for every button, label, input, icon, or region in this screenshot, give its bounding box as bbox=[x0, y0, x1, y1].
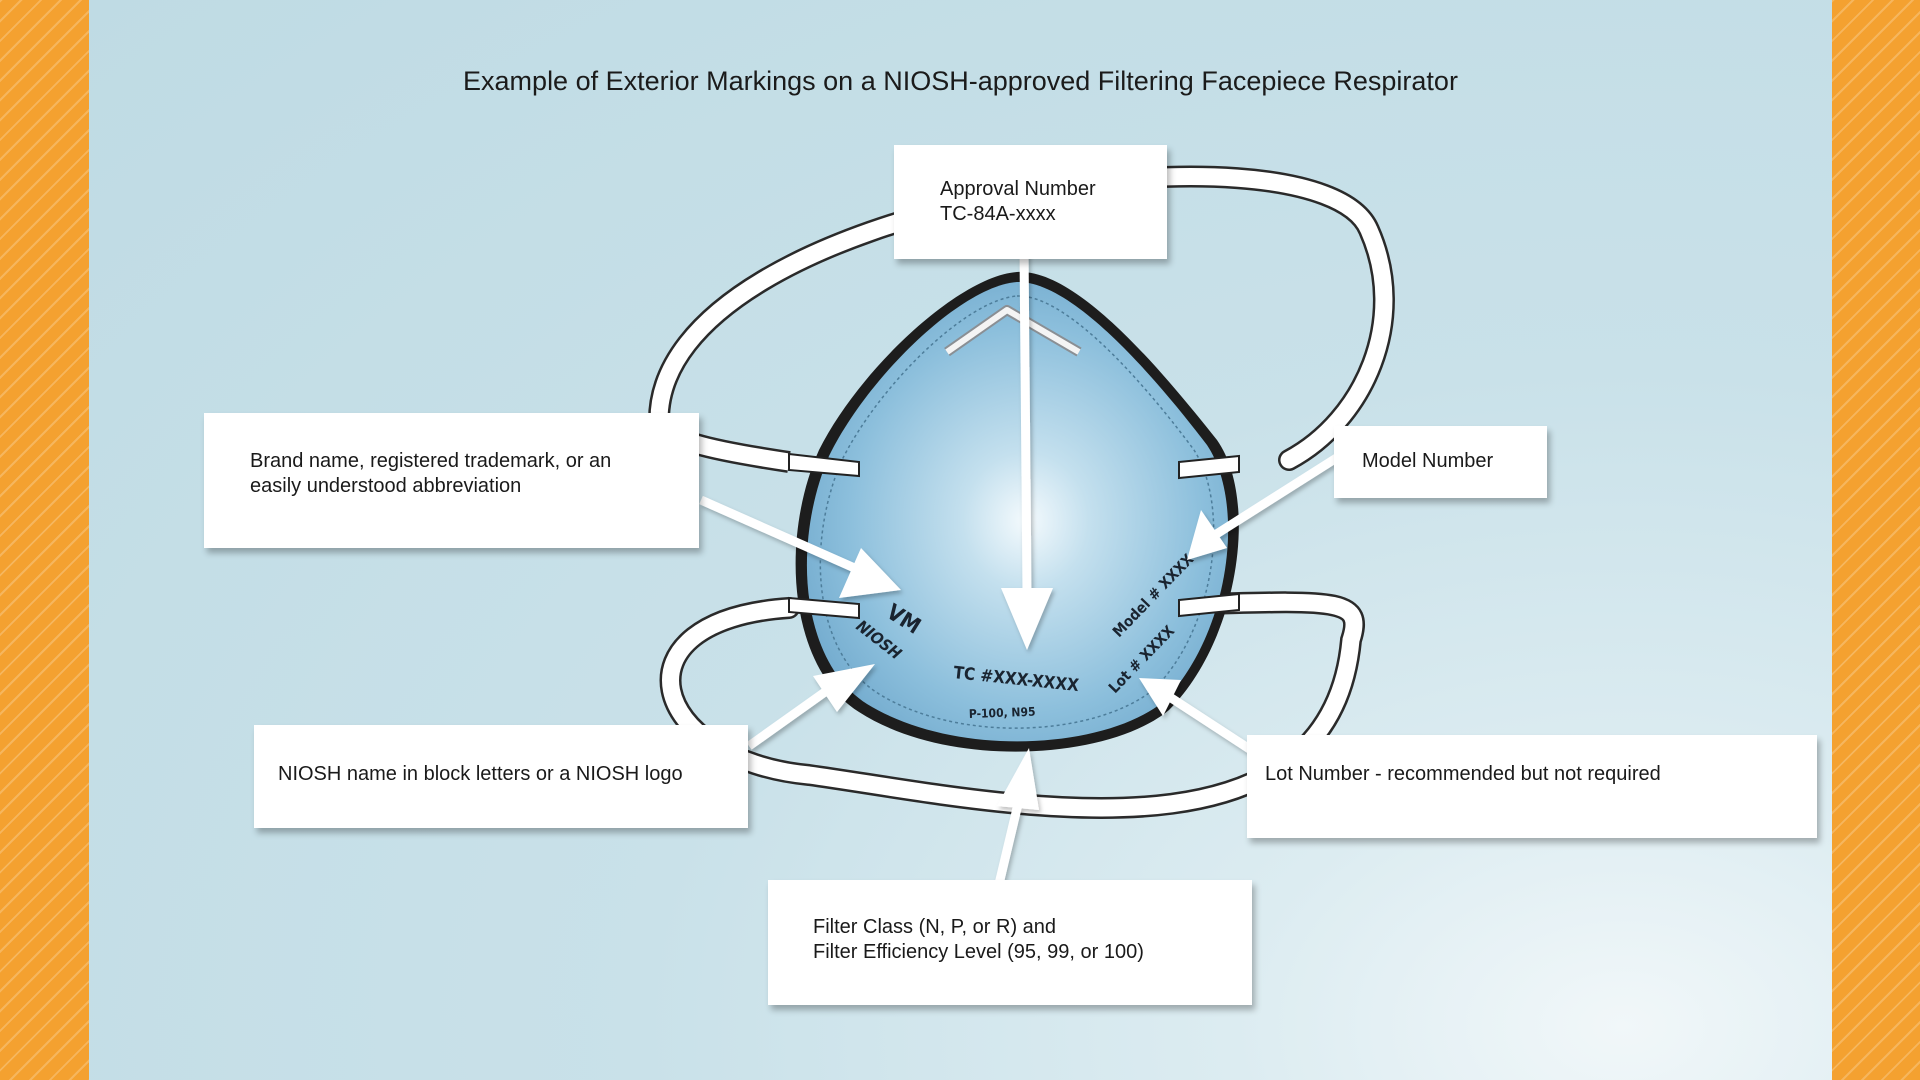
brand-name-line2: easily understood abbreviation bbox=[250, 475, 522, 497]
model-number-callout: Model Number bbox=[1334, 426, 1547, 498]
right-border-stripes bbox=[1832, 0, 1920, 1080]
arrow-brand bbox=[699, 495, 901, 598]
niosh-name-label: NIOSH name in block letters or a NIOSH l… bbox=[278, 763, 683, 785]
diagram-title: Example of Exterior Markings on a NIOSH-… bbox=[463, 66, 1458, 96]
approval-number-value: TC-84A-xxxx bbox=[940, 203, 1056, 225]
approval-number-callout: Approval Number TC-84A-xxxx bbox=[894, 145, 1167, 259]
strap-tabs bbox=[788, 452, 1240, 620]
arrow-approval bbox=[1001, 251, 1053, 650]
mask-filter-marking: P-100, N95 bbox=[969, 705, 1036, 721]
callout-arrows bbox=[699, 251, 1352, 886]
filter-class-callout: Filter Class (N, P, or R) and Filter Eff… bbox=[768, 880, 1252, 1005]
arrow-lot bbox=[1139, 678, 1254, 754]
approval-number-label: Approval Number bbox=[940, 178, 1096, 200]
diagram-panel: Example of Exterior Markings on a NIOSH-… bbox=[89, 0, 1832, 1080]
lower-headband bbox=[659, 591, 1365, 819]
niosh-name-callout: NIOSH name in block letters or a NIOSH l… bbox=[254, 725, 748, 828]
filter-class-line1: Filter Class (N, P, or R) and bbox=[813, 916, 1057, 938]
respirator-mask: VM NIOSH TC #XXX-XXXX P-100, N95 Model #… bbox=[788, 271, 1240, 752]
lot-number-label: Lot Number - recommended but not require… bbox=[1265, 763, 1661, 785]
left-border-stripes bbox=[0, 0, 89, 1080]
arrow-model bbox=[1187, 446, 1352, 560]
model-number-label: Model Number bbox=[1362, 450, 1494, 472]
arrow-niosh bbox=[746, 664, 875, 750]
brand-name-callout: Brand name, registered trademark, or an … bbox=[204, 413, 699, 548]
filter-class-line2: Filter Efficiency Level (95, 99, or 100) bbox=[813, 941, 1144, 963]
brand-name-line1: Brand name, registered trademark, or an bbox=[250, 450, 612, 472]
arrow-filter bbox=[994, 748, 1039, 886]
lot-number-callout: Lot Number - recommended but not require… bbox=[1247, 735, 1817, 838]
